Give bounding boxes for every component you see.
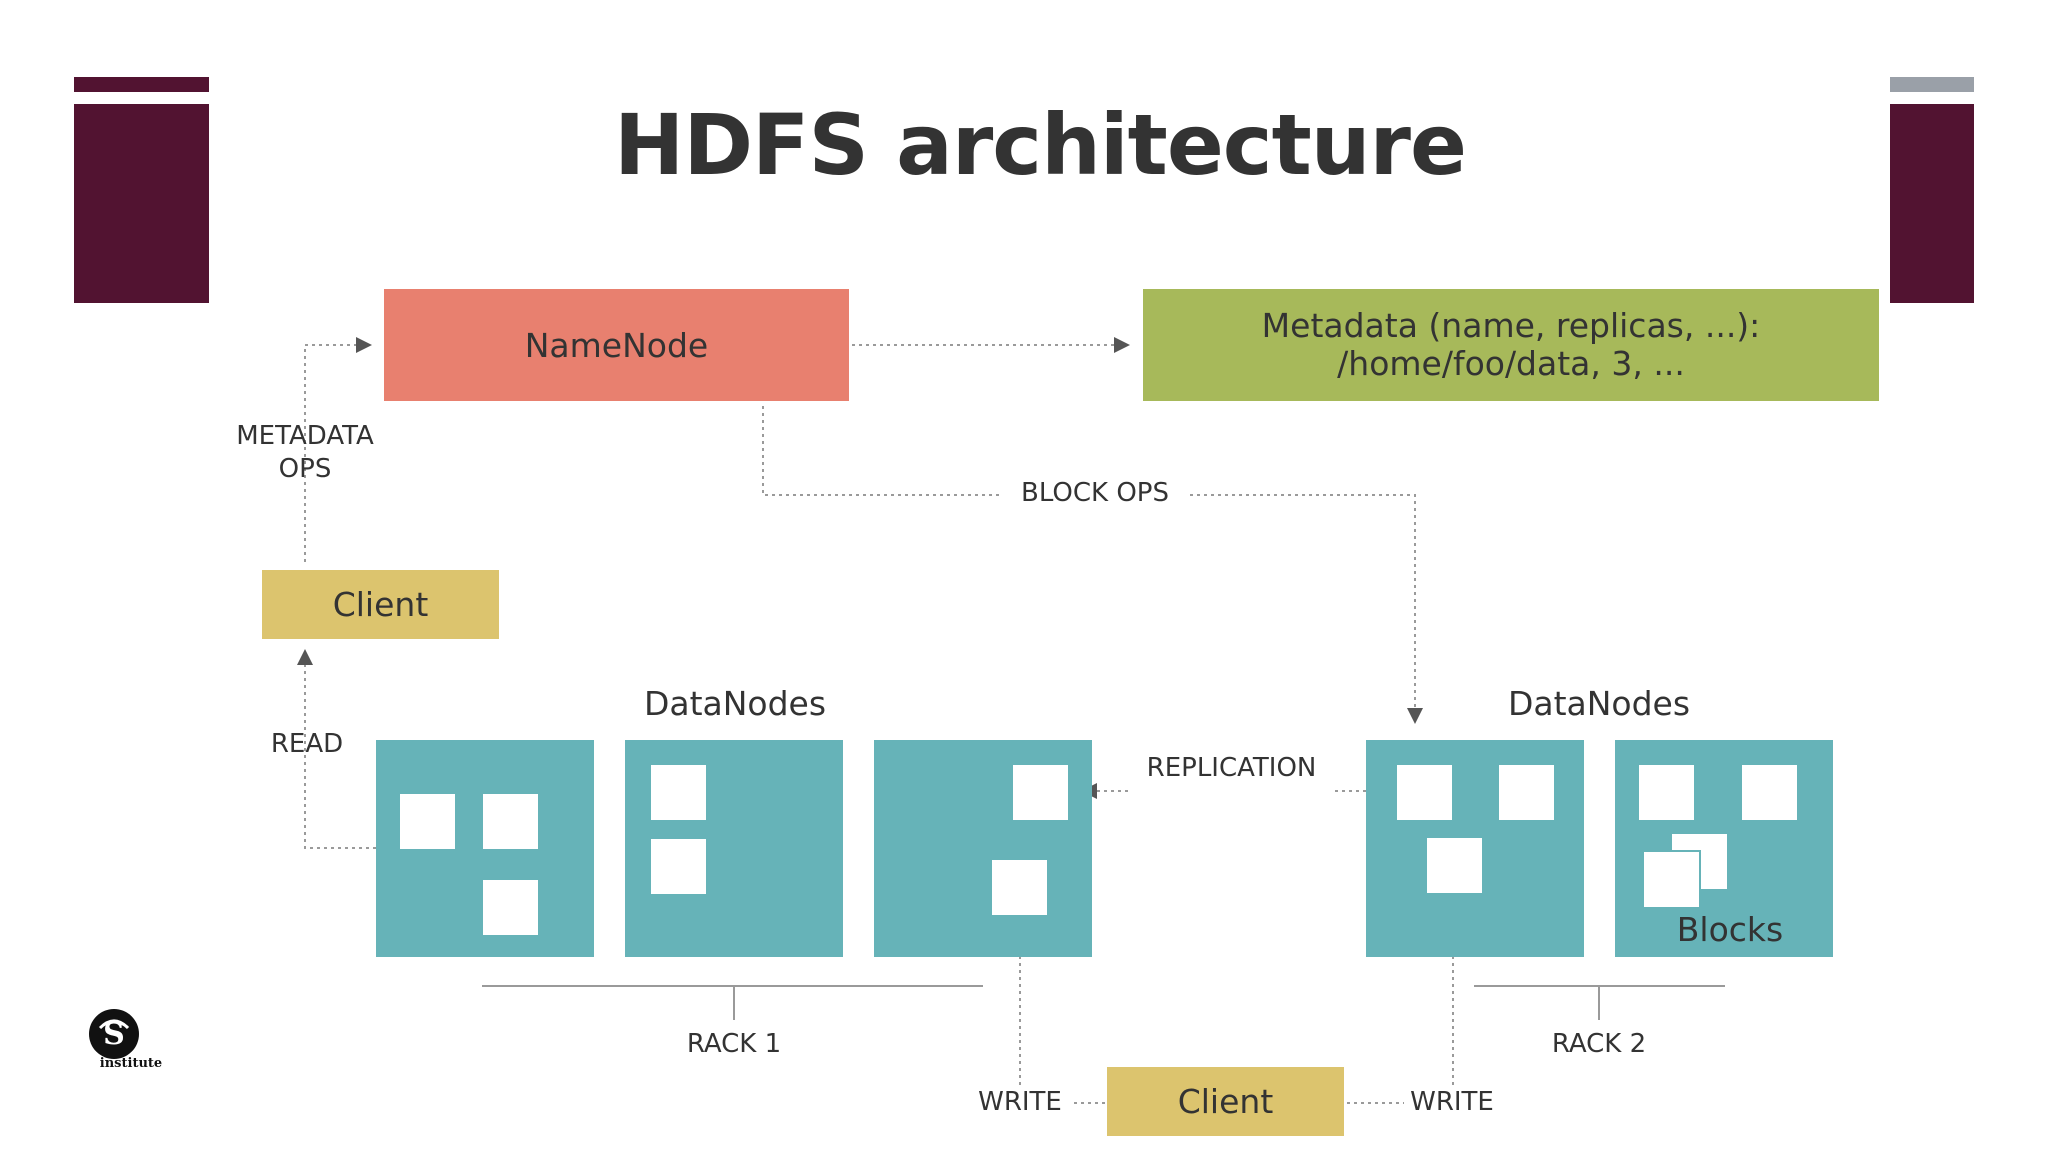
sb-logo-icon: S bbox=[89, 1009, 139, 1059]
replication-label: REPLICATION bbox=[1146, 753, 1317, 783]
block bbox=[992, 860, 1047, 915]
page-title: HDFS architecture bbox=[614, 96, 1467, 194]
datanode-rack1-2 bbox=[625, 740, 843, 957]
datanode-rack2-2: Blocks bbox=[1615, 740, 1833, 957]
block bbox=[483, 880, 538, 935]
metadata-line-2: /home/foo/data, 3, ... bbox=[1337, 344, 1685, 383]
right-accent-block bbox=[1890, 104, 1974, 303]
rack-1-label: RACK 1 bbox=[686, 1029, 782, 1059]
right-accent-thin-bar bbox=[1890, 77, 1974, 92]
left-accent-block bbox=[74, 104, 209, 303]
block bbox=[1639, 765, 1694, 820]
metadata-line-1: Metadata (name, replicas, ...): bbox=[1261, 306, 1761, 345]
svg-text:S: S bbox=[103, 1017, 125, 1052]
block bbox=[1742, 765, 1797, 820]
block-ops-label: BLOCK OPS bbox=[1021, 478, 1169, 508]
namenode-box: NameNode bbox=[384, 289, 849, 401]
block bbox=[400, 794, 455, 849]
datanode-rack1-3 bbox=[874, 740, 1092, 957]
blocks-label: Blocks bbox=[1676, 910, 1784, 949]
metadata-box: Metadata (name, replicas, ...): /home/fo… bbox=[1143, 289, 1879, 401]
namenode-label: NameNode bbox=[524, 325, 709, 365]
datanodes-left-label: DataNodes bbox=[643, 684, 827, 723]
block bbox=[1427, 838, 1482, 893]
metadata-ops-label: METADATA OPS bbox=[215, 420, 395, 486]
write-left-label: WRITE bbox=[978, 1087, 1062, 1117]
client-box-bottom: Client bbox=[1107, 1067, 1344, 1136]
client-top-label: Client bbox=[332, 585, 429, 624]
datanode-rack1-1 bbox=[376, 740, 594, 957]
read-label: READ bbox=[270, 729, 344, 759]
datanodes-right-label: DataNodes bbox=[1507, 684, 1691, 723]
metadata-ops-line-1: METADATA bbox=[236, 421, 374, 451]
block bbox=[651, 765, 706, 820]
block bbox=[1642, 850, 1701, 909]
block bbox=[1013, 765, 1068, 820]
write-right-label: WRITE bbox=[1410, 1087, 1494, 1117]
client-box-top: Client bbox=[262, 570, 499, 639]
client-bottom-label: Client bbox=[1177, 1082, 1274, 1121]
block bbox=[483, 794, 538, 849]
rack-2-label: RACK 2 bbox=[1551, 1029, 1647, 1059]
block bbox=[651, 839, 706, 894]
datanode-rack2-1 bbox=[1366, 740, 1584, 957]
metadata-ops-line-2: OPS bbox=[278, 454, 332, 484]
block bbox=[1499, 765, 1554, 820]
left-accent-thin-bar bbox=[74, 77, 209, 92]
institute-logo: S institute bbox=[56, 1008, 176, 1080]
block bbox=[1397, 765, 1452, 820]
logo-text: institute bbox=[99, 1056, 163, 1071]
